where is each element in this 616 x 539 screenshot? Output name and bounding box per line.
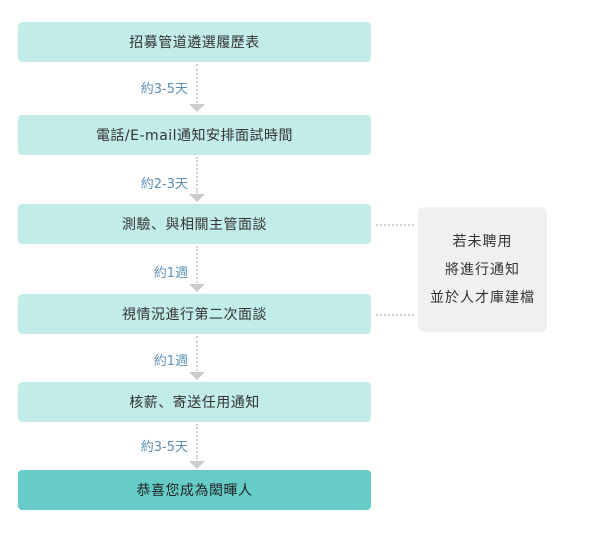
step-6-welcome: 恭喜您成為閎暉人: [18, 470, 371, 510]
arrow-down-icon: [189, 372, 205, 380]
duration-label: 約3-5天: [140, 440, 188, 455]
step-3-test-and-interview: 測驗、與相關主管面談: [18, 204, 371, 244]
connector-line: [196, 424, 198, 460]
note-line: 若未聘用: [452, 233, 513, 250]
duration-label: 約3-5天: [140, 82, 188, 97]
step-1-screen-resumes: 招募管道遴選履歷表: [18, 22, 371, 62]
arrow-down-icon: [189, 104, 205, 112]
arrow-down-icon: [189, 194, 205, 202]
connector-line: [196, 336, 198, 371]
step-2-schedule-interview: 電話/E-mail通知安排面試時間: [18, 115, 371, 155]
note-line: 並於人才庫建檔: [430, 289, 535, 306]
arrow-down-icon: [189, 284, 205, 292]
connector-line: [196, 64, 198, 103]
step-4-second-interview: 視情況進行第二次面談: [18, 294, 371, 334]
note-line: 將進行通知: [445, 261, 520, 278]
side-connector-line: [376, 224, 414, 226]
duration-label: 約1週: [153, 354, 188, 369]
connector-line: [196, 246, 198, 283]
side-connector-line: [376, 314, 414, 316]
connector-line: [196, 157, 198, 193]
duration-label: 約1週: [153, 266, 188, 281]
step-5-salary-offer: 核薪、寄送任用通知: [18, 382, 371, 422]
arrow-down-icon: [189, 461, 205, 469]
duration-label: 約2-3天: [140, 177, 188, 192]
not-hired-note: 若未聘用 將進行通知 並於人才庫建檔: [418, 207, 547, 332]
